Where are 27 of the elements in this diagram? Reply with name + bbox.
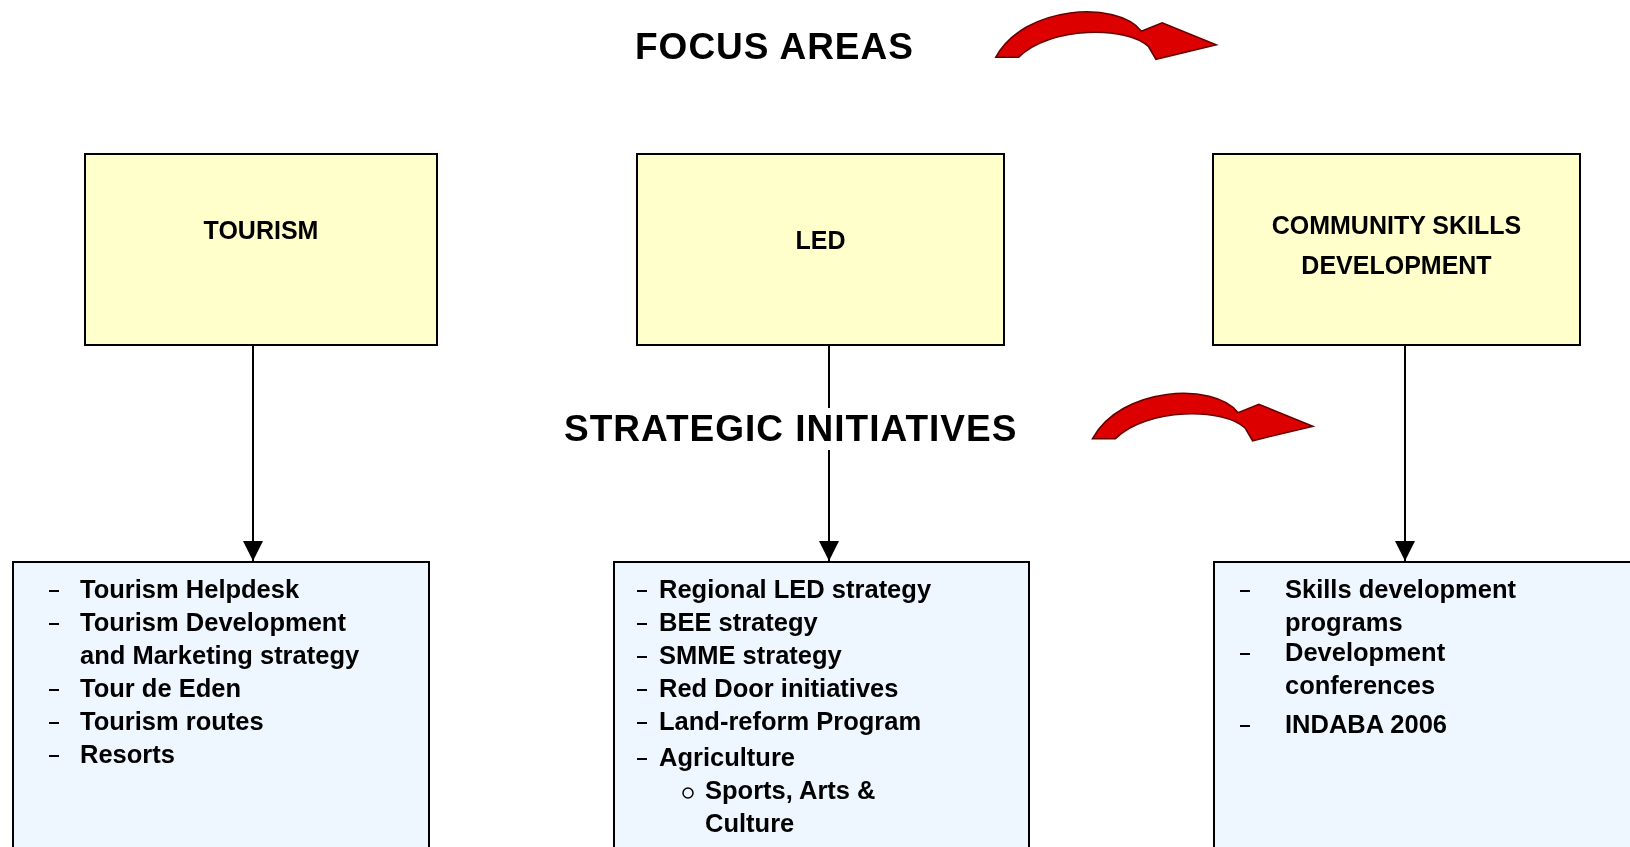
list-item: Skills development programs: [1285, 574, 1517, 638]
list-item: BEE strategy: [659, 607, 819, 638]
list-box: [1213, 561, 1630, 847]
list-item: Resorts: [80, 739, 176, 770]
list-item: Tourism Helpdesk: [80, 574, 301, 605]
list-item: Development conferences: [1285, 636, 1447, 701]
list-item: SMME strategy: [659, 640, 843, 671]
list-item: Agriculture: [659, 742, 797, 774]
arrow: [1395, 345, 1415, 562]
list-item: INDABA 2006: [1285, 709, 1449, 741]
list-item: Tour de Eden: [80, 673, 243, 704]
focus-area-box: [1212, 153, 1581, 346]
box-title: TOURISM: [202, 215, 320, 246]
list-box: [12, 561, 430, 847]
box-title: LED: [794, 225, 847, 256]
list-item: Sports, Arts & Culture: [705, 775, 877, 840]
list-item: Tourism Development and Marketing strategy: [80, 607, 361, 671]
heading: FOCUS AREAS: [635, 26, 914, 68]
focus-area-box: [636, 153, 1005, 346]
box-title: COMMUNITY SKILLS DEVELOPMENT: [1270, 210, 1523, 281]
list-item: Regional LED strategy: [659, 574, 933, 605]
focus-area-box: [84, 153, 438, 346]
list-item: Tourism routes: [80, 706, 265, 737]
list-box: [613, 561, 1030, 847]
list-item: Land-reform Program: [659, 706, 923, 737]
arrow: [243, 345, 263, 562]
list-item: Red Door initiatives: [659, 673, 900, 704]
